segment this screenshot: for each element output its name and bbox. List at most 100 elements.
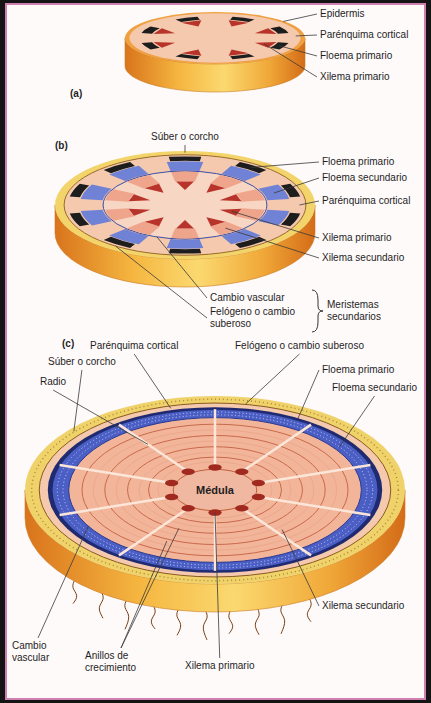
ray bbox=[60, 465, 172, 483]
cork bbox=[55, 151, 315, 259]
part-label: Parénquima cortical bbox=[90, 340, 178, 352]
root bbox=[203, 610, 207, 640]
part-label: Epidermis bbox=[320, 8, 364, 20]
root bbox=[307, 598, 311, 622]
part-label: Parénquima cortical bbox=[320, 29, 408, 41]
secondary-xylem bbox=[171, 228, 199, 238]
leader-lines bbox=[38, 14, 375, 658]
leader-line bbox=[74, 370, 82, 431]
primary-xylem bbox=[176, 220, 194, 228]
primary-xylem bbox=[229, 20, 249, 26]
ray bbox=[242, 425, 311, 472]
secondary-phloem bbox=[167, 161, 204, 171]
part-label: Parénquima cortical bbox=[322, 195, 410, 207]
leader-line bbox=[282, 530, 319, 606]
primary-xylem bbox=[252, 494, 265, 501]
part-label: Xilema primario bbox=[185, 660, 254, 672]
part-label: Felógeno o cambio suberoso bbox=[235, 340, 364, 352]
root bbox=[229, 610, 233, 634]
cork-texture bbox=[32, 399, 399, 580]
ray bbox=[119, 425, 188, 472]
primary-xylem bbox=[182, 468, 195, 475]
leader-line bbox=[296, 35, 317, 37]
leader-line bbox=[274, 178, 319, 193]
root bbox=[281, 604, 285, 634]
secondary-xylem bbox=[171, 172, 199, 182]
stem-top bbox=[25, 396, 405, 584]
primary-xylem bbox=[220, 209, 242, 216]
primary-xylem bbox=[206, 184, 225, 193]
bracket bbox=[312, 290, 323, 332]
phellogen bbox=[39, 403, 391, 577]
root bbox=[177, 608, 181, 635]
developing-stem bbox=[55, 151, 315, 287]
panel-letter: (b) bbox=[55, 140, 68, 152]
primary-xylem bbox=[235, 468, 248, 475]
primary-xylem bbox=[145, 217, 164, 226]
leader-line bbox=[246, 354, 300, 404]
vascular-cambium bbox=[103, 171, 267, 239]
primary-xylem bbox=[208, 464, 221, 471]
part-label: Cambio vascular bbox=[210, 292, 284, 304]
root bbox=[125, 599, 129, 629]
part-label: Felógeno o cambio suberoso bbox=[210, 306, 308, 330]
primary-xylem bbox=[252, 480, 265, 487]
stem-top bbox=[55, 151, 315, 259]
leader-line bbox=[121, 541, 167, 648]
primary-xylem bbox=[229, 50, 249, 56]
leader-line bbox=[251, 162, 319, 167]
leader-line bbox=[116, 246, 207, 318]
part-label: Radio bbox=[40, 376, 66, 388]
panel-letter: (c) bbox=[62, 338, 74, 350]
primary-xylem bbox=[182, 505, 195, 512]
stem-top bbox=[125, 12, 305, 64]
ray bbox=[258, 465, 370, 483]
part-label: Médula bbox=[196, 484, 234, 496]
leader-line bbox=[264, 44, 317, 77]
leader-line bbox=[299, 201, 319, 205]
primary-xylem bbox=[145, 184, 164, 193]
primary-phloem bbox=[48, 407, 382, 572]
woody-stem bbox=[25, 396, 405, 612]
ray bbox=[258, 497, 370, 515]
ray bbox=[214, 409, 217, 467]
stem-sections bbox=[25, 12, 405, 640]
ray bbox=[60, 497, 172, 515]
leader-line bbox=[134, 354, 171, 408]
leader-line bbox=[279, 46, 317, 56]
primary-xylem bbox=[165, 480, 178, 487]
primary-xylem bbox=[206, 217, 225, 226]
part-label: Xilema primario bbox=[322, 232, 391, 244]
leader-line bbox=[215, 513, 220, 658]
leader-line bbox=[283, 14, 317, 21]
part-label: Floema secundario bbox=[332, 382, 417, 394]
leader-line bbox=[121, 528, 179, 648]
panel-letter: (a) bbox=[70, 88, 82, 100]
primary-xylem bbox=[181, 20, 201, 26]
phellogen bbox=[64, 155, 306, 255]
part-label: Xilema primario bbox=[320, 71, 389, 83]
primary-phloem bbox=[169, 156, 202, 161]
secondary-phloem bbox=[53, 410, 378, 571]
ray bbox=[242, 508, 311, 555]
secondary-phloem bbox=[167, 239, 204, 249]
part-label: Cambio vascular bbox=[12, 640, 64, 664]
part-label: Xilema secundario bbox=[322, 252, 404, 264]
part-label: Floema primario bbox=[322, 156, 394, 168]
root bbox=[99, 591, 103, 618]
primary-xylem bbox=[129, 209, 151, 216]
root bbox=[73, 580, 77, 604]
part-label: Súber o corcho bbox=[48, 356, 116, 368]
young-stem bbox=[125, 12, 305, 92]
leader-line bbox=[157, 237, 207, 298]
epidermis bbox=[125, 12, 305, 64]
growth-ring bbox=[158, 462, 272, 518]
leader-line bbox=[185, 145, 186, 153]
cork bbox=[25, 396, 405, 584]
figure-panel bbox=[6, 4, 425, 699]
part-label: Floema secundario bbox=[322, 172, 407, 184]
root bbox=[151, 605, 155, 629]
part-label: Meristemas secundarios bbox=[327, 299, 407, 323]
